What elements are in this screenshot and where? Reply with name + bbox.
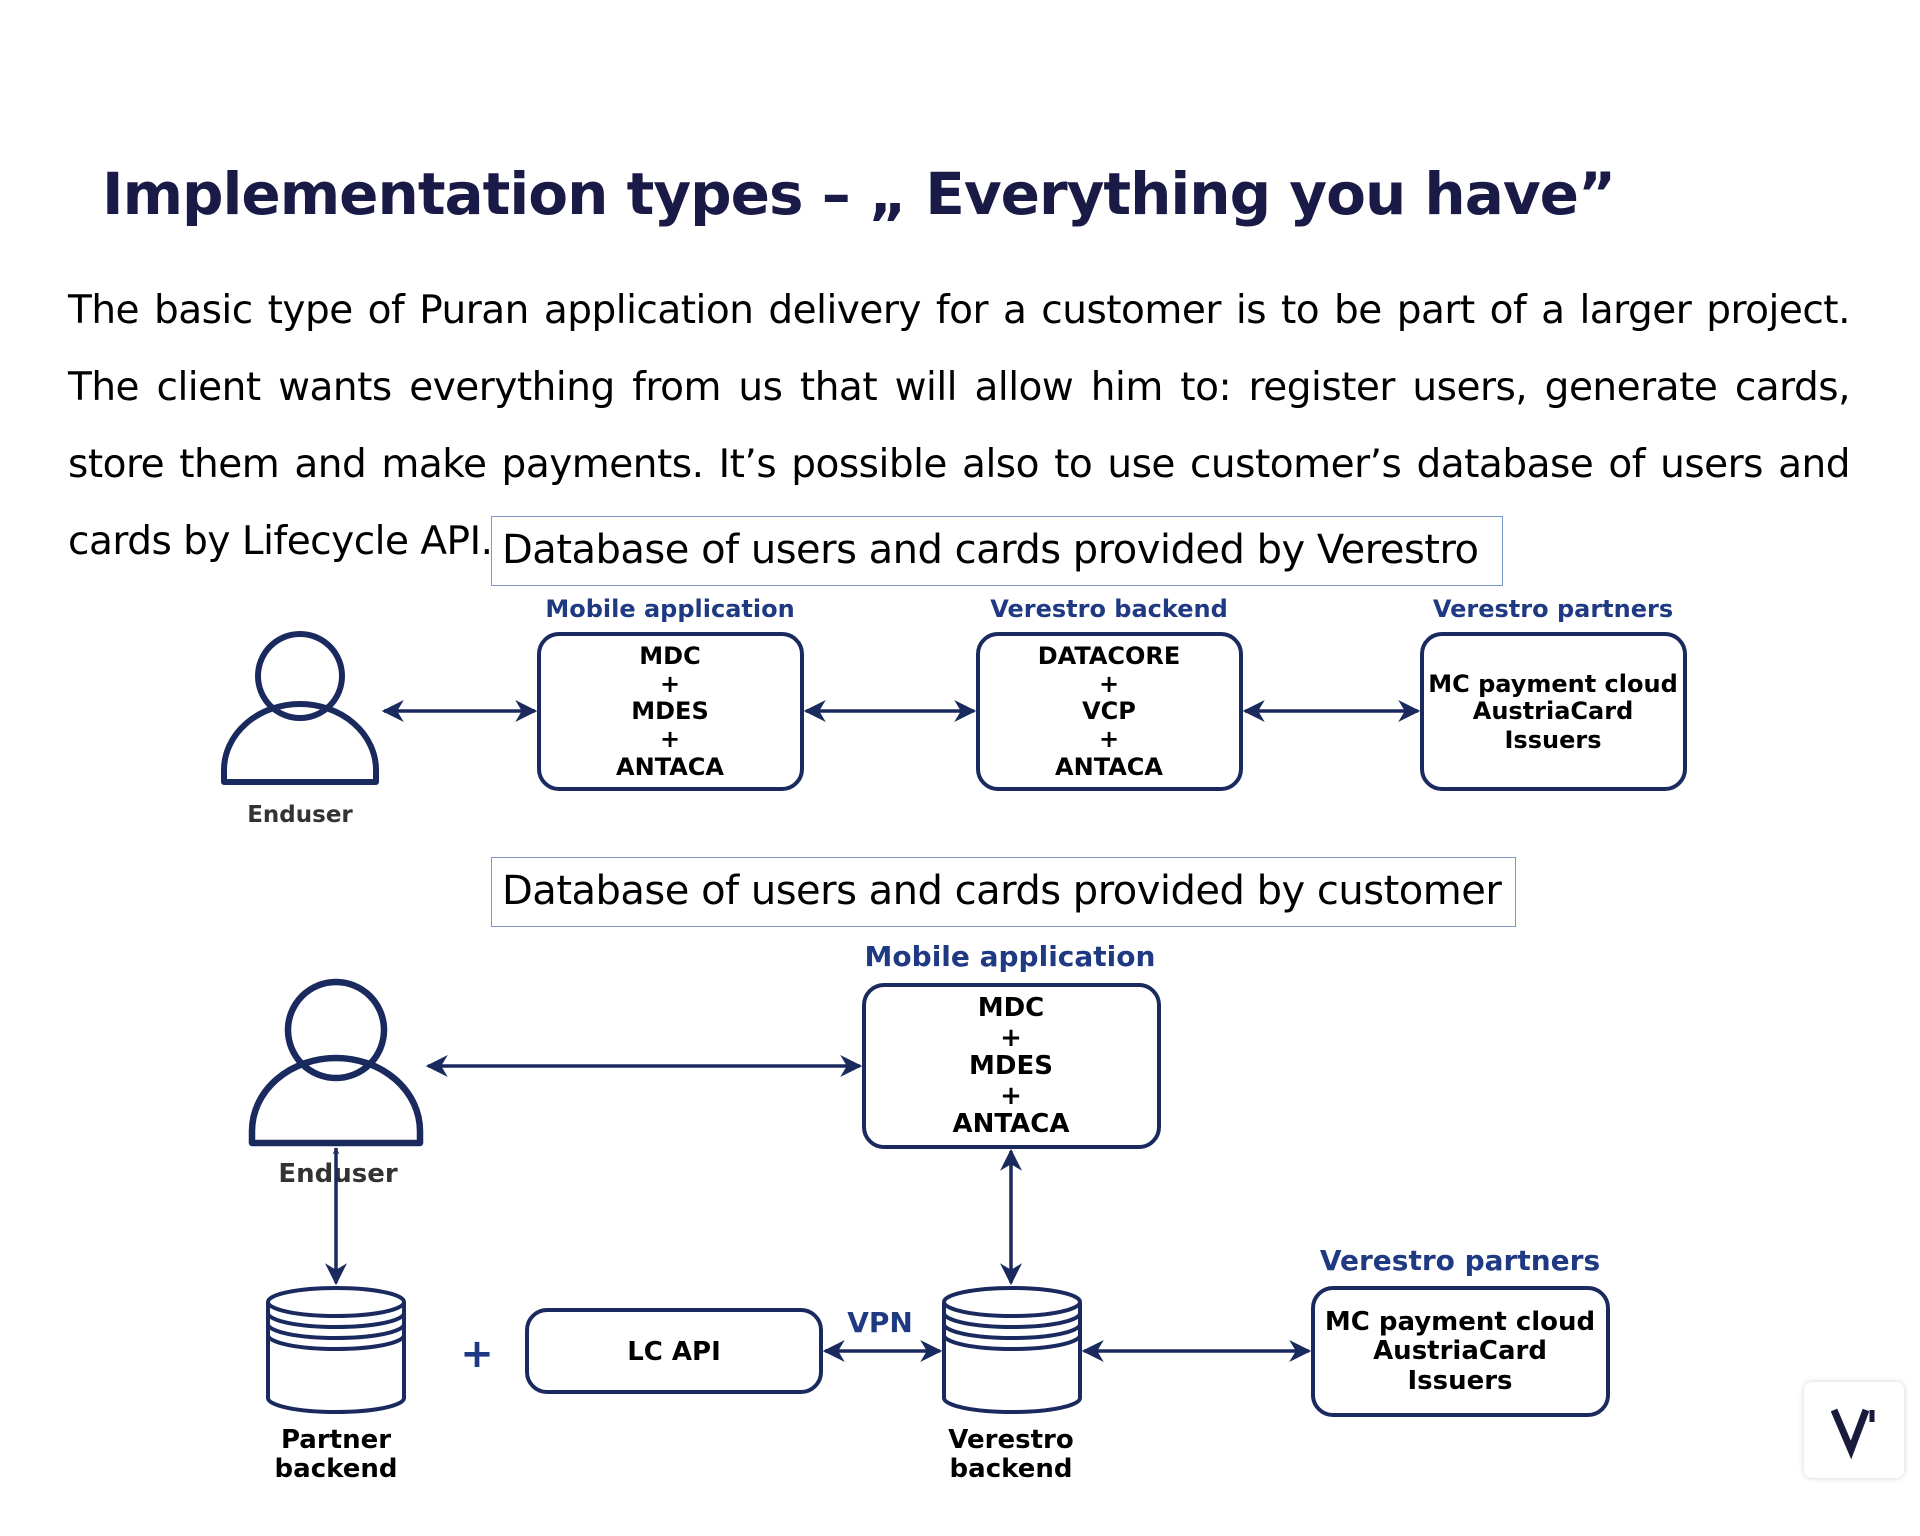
lc-api-box xyxy=(525,1308,823,1394)
partner-backend-label: Partner xyxy=(281,1425,391,1455)
top-backend-line: + xyxy=(1099,725,1119,753)
top-enduser-label: Enduser xyxy=(247,802,353,828)
partner-backend-label: backend xyxy=(275,1454,398,1484)
top-mobile-app-line: + xyxy=(660,725,680,753)
top-mobile-app-box xyxy=(537,632,804,791)
bottom-partners-heading: Verestro partners xyxy=(1320,1244,1600,1277)
caption-customer-database: Database of users and cards provided by … xyxy=(491,857,1516,927)
top-backend-line: ANTACA xyxy=(1055,753,1163,781)
caption-verestro-database: Database of users and cards provided by … xyxy=(491,516,1503,586)
plus-sign: + xyxy=(460,1331,494,1377)
top-partners-line: Issuers xyxy=(1505,726,1602,754)
partner-backend-database-icon xyxy=(266,1286,406,1414)
verestro-backend-label: backend xyxy=(950,1454,1073,1484)
top-partners-line: MC payment cloud xyxy=(1428,670,1678,698)
top-mobile-app-heading: Mobile application xyxy=(545,595,794,623)
bottom-enduser-label: Enduser xyxy=(278,1159,398,1189)
top-backend-line: DATACORE xyxy=(1038,642,1181,670)
bottom-partners-line: MC payment cloud xyxy=(1325,1307,1595,1337)
bottom-mobile-app-box xyxy=(862,983,1161,1149)
bottom-mobile-app-line: + xyxy=(1000,1081,1022,1111)
intro-paragraph: The basic type of Puran application deli… xyxy=(68,288,1851,564)
vpn-label: VPN xyxy=(847,1306,913,1339)
bottom-partners-box xyxy=(1311,1286,1610,1417)
verestro-logo-card xyxy=(1804,1382,1904,1478)
verestro-backend-label: Verestro xyxy=(948,1425,1073,1455)
bottom-mobile-app-line: MDES xyxy=(969,1051,1053,1081)
top-mobile-app-line: MDC xyxy=(639,642,700,670)
bottom-user-icon xyxy=(248,978,424,1147)
top-mobile-app-line: + xyxy=(660,670,680,698)
top-backend-line: VCP xyxy=(1082,697,1136,725)
top-backend-line: + xyxy=(1099,670,1119,698)
verestro-backend-database-icon xyxy=(942,1286,1082,1414)
top-user-icon xyxy=(221,631,379,785)
top-partners-box xyxy=(1420,632,1687,791)
top-mobile-app-line: ANTACA xyxy=(616,753,724,781)
top-backend-box xyxy=(976,632,1243,791)
bottom-mobile-app-line: ANTACA xyxy=(953,1109,1070,1139)
verestro-logo-icon xyxy=(1830,1408,1875,1460)
bottom-mobile-app-line: + xyxy=(1000,1023,1022,1053)
lc-api-label: LC API xyxy=(627,1337,721,1367)
top-partners-line: AustriaCard xyxy=(1473,697,1634,725)
top-partners-heading: Verestro partners xyxy=(1433,595,1673,623)
bottom-mobile-app-line: MDC xyxy=(978,993,1045,1023)
top-backend-heading: Verestro backend xyxy=(990,595,1228,623)
page-title: Implementation types – „ Everything you … xyxy=(102,160,1616,228)
bottom-partners-line: Issuers xyxy=(1407,1366,1512,1396)
bottom-mobile-app-heading: Mobile application xyxy=(865,940,1156,973)
top-mobile-app-line: MDES xyxy=(631,697,708,725)
bottom-partners-line: AustriaCard xyxy=(1373,1336,1547,1366)
